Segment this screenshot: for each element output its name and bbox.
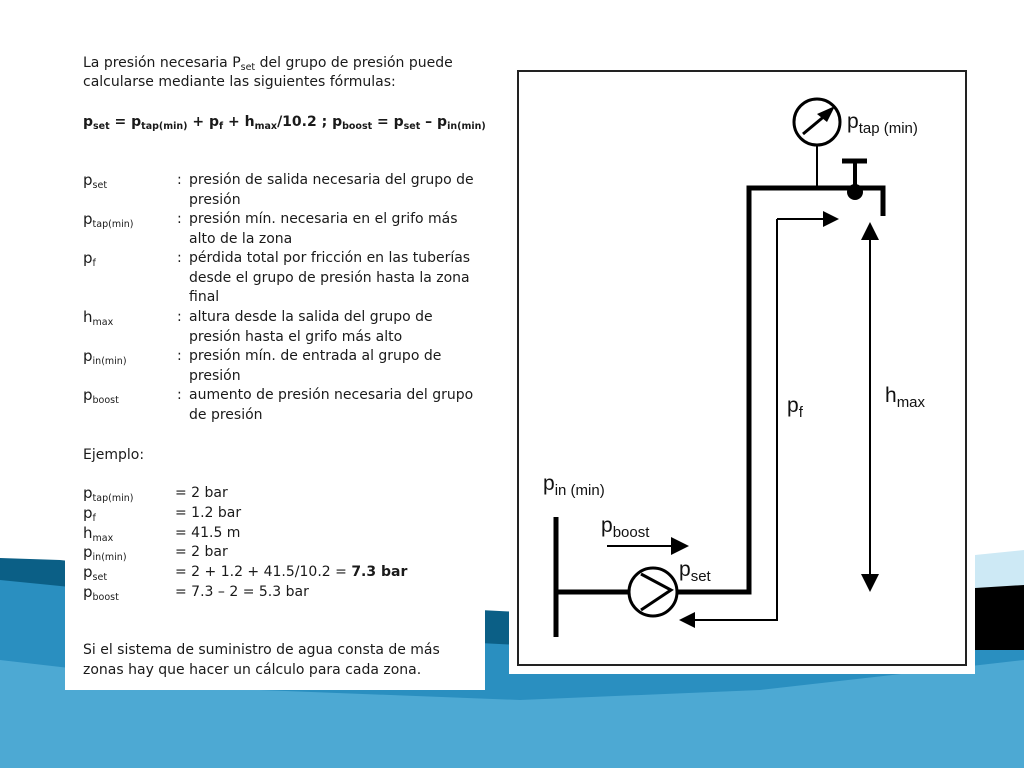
definition-item: pf : pérdida total por fricción en las t… <box>83 249 471 305</box>
tap-icon <box>842 158 867 200</box>
hmax-arrow-down-icon <box>861 574 879 592</box>
example-row: pset = 2 + 1.2 + 41.5/10.2 = 7.3 bar <box>83 563 408 583</box>
diagram-panel: ptap (min) hmax pf pin (min) pboost pset <box>509 62 975 674</box>
friction-arrow-left-icon <box>679 612 695 628</box>
text-panel: La presión necesaria Pset del grupo de p… <box>65 38 486 690</box>
example-row: pin(min) = 2 bar <box>83 543 228 563</box>
formula: pset = ptap(min) + pf + hmax/10.2 ; pboo… <box>83 114 486 132</box>
example-row: pf = 1.2 bar <box>83 504 242 524</box>
pressure-gauge-icon <box>792 97 842 147</box>
example-row: pboost = 7.3 – 2 = 5.3 bar <box>83 583 309 603</box>
definition-item: ptap(min) : presión mín. necesaria en el… <box>83 210 458 247</box>
definition-item: hmax : altura desde la salida del grupo … <box>83 308 433 345</box>
note-line-1: Si el sistema de suministro de agua cons… <box>83 642 440 658</box>
hmax-arrow-up-icon <box>861 222 879 240</box>
label-pboost: pboost <box>601 514 650 541</box>
label-hmax: hmax <box>885 384 926 411</box>
definition-item: pboost : aumento de presión necesaria de… <box>83 386 474 423</box>
note-line-2: zonas hay que hacer un cálculo para cada… <box>83 662 422 678</box>
friction-path-line <box>695 219 778 621</box>
intro-line-2: calcularse mediante las siguientes fórmu… <box>83 74 396 90</box>
example-heading: Ejemplo: <box>83 447 145 463</box>
label-ptap: ptap (min) <box>847 110 918 137</box>
example-row: ptap(min) = 2 bar <box>83 484 228 504</box>
diagram-frame <box>517 70 967 666</box>
definition-item: pset : presión de salida necesaria del g… <box>83 171 474 208</box>
pressure-diagram <box>517 70 967 666</box>
example-row: hmax = 41.5 m <box>83 524 241 544</box>
label-pin: pin (min) <box>543 472 605 499</box>
friction-arrow-right-icon <box>823 211 839 227</box>
riser-pipe <box>677 185 886 595</box>
label-pset: pset <box>679 558 711 585</box>
intro-line-1: La presión necesaria Pset del grupo de p… <box>83 55 453 73</box>
label-pf: pf <box>787 394 803 421</box>
definition-item: pin(min) : presión mín. de entrada al gr… <box>83 347 442 384</box>
pump-icon <box>627 566 679 618</box>
pboost-arrow-icon <box>671 537 689 555</box>
